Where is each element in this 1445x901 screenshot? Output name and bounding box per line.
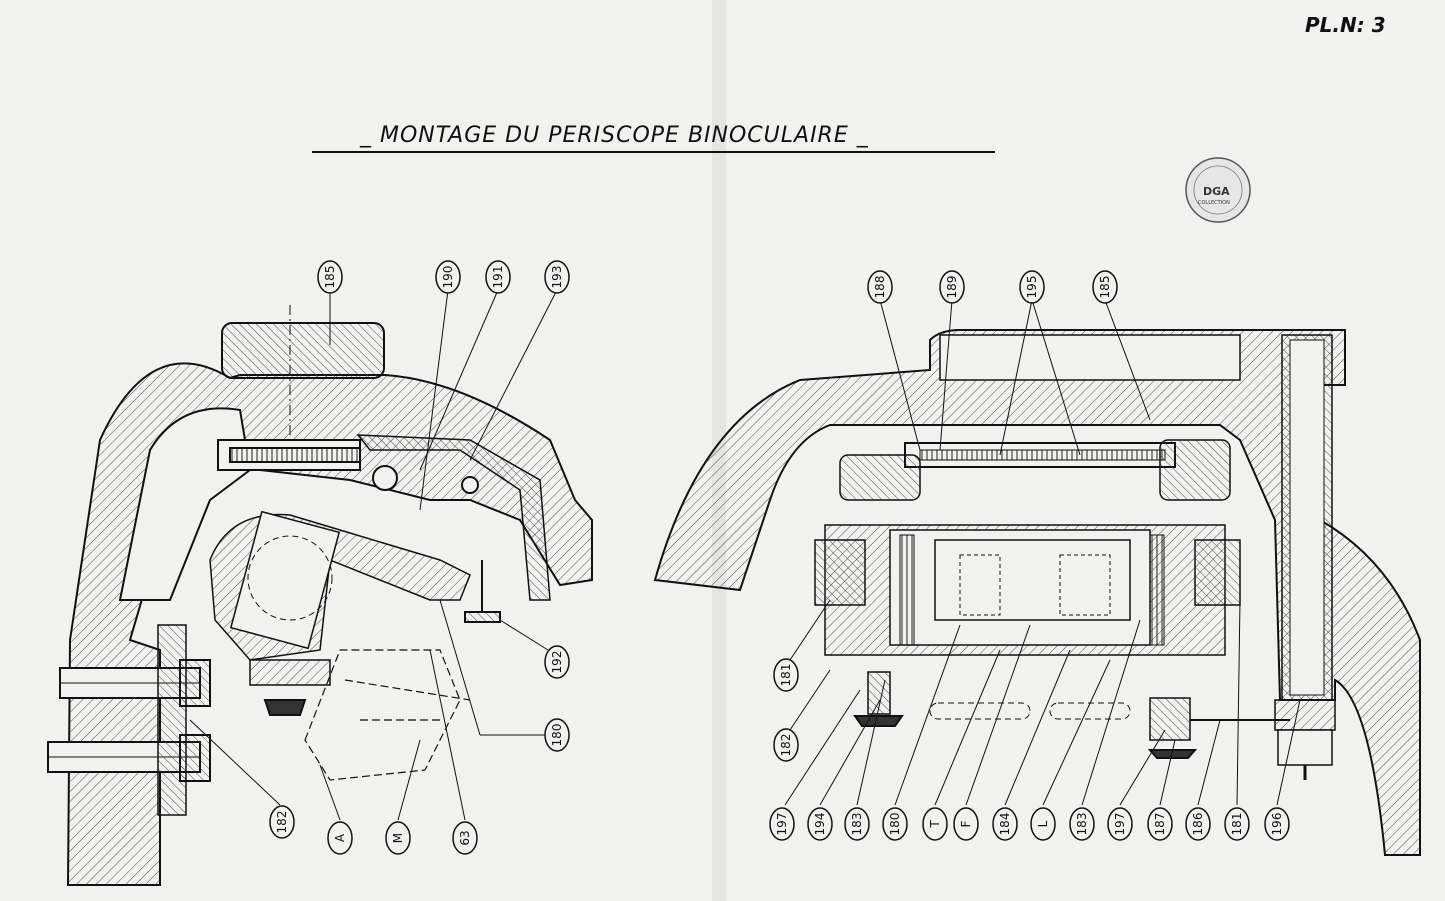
callout-T: T (922, 807, 948, 841)
callout-196: 196 (1264, 807, 1290, 841)
callout-63: 63 (452, 821, 478, 855)
svg-text:63: 63 (458, 830, 472, 845)
right-side-callouts: 181 182 (773, 658, 799, 762)
callout-182-left: 182 (269, 805, 295, 839)
svg-text:181: 181 (1230, 813, 1244, 836)
callout-181-bottom: 181 (1224, 807, 1250, 841)
svg-text:F: F (959, 820, 973, 827)
callout-195: 195 (1019, 270, 1045, 304)
callout-184: 184 (992, 807, 1018, 841)
svg-text:189: 189 (945, 276, 959, 299)
callout-187: 187 (1147, 807, 1173, 841)
svg-text:191: 191 (491, 266, 505, 289)
right-leader-lines (784, 299, 1301, 806)
svg-text:180: 180 (888, 813, 902, 836)
svg-text:194: 194 (813, 813, 827, 836)
svg-text:180: 180 (550, 724, 564, 747)
right-housing-casting (653, 329, 1421, 856)
svg-text:188: 188 (873, 276, 887, 299)
callout-185-right: 185 (1092, 270, 1118, 304)
callout-191: 191 (485, 260, 511, 294)
svg-text:DGA: DGA (1203, 185, 1230, 198)
callout-193: 193 (544, 260, 570, 294)
left-leader-lines (189, 289, 558, 821)
svg-text:185: 185 (323, 266, 337, 289)
svg-text:195: 195 (1025, 276, 1039, 299)
svg-text:182: 182 (275, 811, 289, 834)
svg-text:COLLECTION: COLLECTION (1198, 200, 1230, 206)
left-housing-casting (66, 362, 593, 886)
left-section-view (47, 305, 593, 886)
left-bottom-callouts: 182 A M 63 (269, 805, 478, 855)
callout-A: A (327, 821, 353, 855)
callout-190: 190 (435, 260, 461, 294)
right-section-view (653, 329, 1421, 856)
svg-text:184: 184 (998, 813, 1012, 836)
callout-183-a: 183 (844, 807, 870, 841)
svg-text:197: 197 (775, 813, 789, 836)
svg-text:L: L (1036, 820, 1050, 827)
svg-text:185: 185 (1098, 276, 1112, 299)
callout-189: 189 (939, 270, 965, 304)
callout-F: F (953, 807, 979, 841)
callout-M: M (385, 821, 411, 855)
svg-text:181: 181 (779, 664, 793, 687)
callout-188: 188 (867, 270, 893, 304)
right-bottom-callouts: 197 194 183 180 T F 184 L 183 197 187 18… (769, 807, 1290, 841)
plate-number: PL.N: 3 (1305, 13, 1386, 37)
svg-text:193: 193 (550, 266, 564, 289)
svg-text:183: 183 (1075, 813, 1089, 836)
cap-185 (221, 322, 385, 379)
drawing-title: _ MONTAGE DU PERISCOPE BINOCULAIRE _ (359, 123, 869, 148)
svg-text:183: 183 (850, 813, 864, 836)
svg-text:T: T (928, 820, 942, 829)
svg-text:187: 187 (1153, 813, 1167, 836)
callout-194: 194 (807, 807, 833, 841)
callout-L: L (1030, 807, 1056, 841)
callout-197-b: 197 (1107, 807, 1133, 841)
svg-text:190: 190 (441, 266, 455, 289)
svg-text:A: A (333, 833, 347, 842)
callout-180-right: 180 (882, 807, 908, 841)
callout-197-a: 197 (769, 807, 795, 841)
callout-180-left: 180 (544, 718, 570, 752)
svg-text:196: 196 (1270, 813, 1284, 836)
callout-192: 192 (544, 645, 570, 679)
callout-182-side: 182 (773, 728, 799, 762)
svg-text:186: 186 (1191, 813, 1205, 836)
svg-text:192: 192 (550, 651, 564, 674)
left-bolts (47, 624, 211, 816)
callout-185-left: 185 (317, 260, 343, 294)
callout-183-b: 183 (1069, 807, 1095, 841)
svg-text:M: M (391, 833, 405, 843)
left-side-callouts: 192 180 (544, 645, 570, 752)
right-top-callouts: 188 189 195 185 (867, 270, 1118, 304)
dga-collection-stamp: DGA COLLECTION (1185, 157, 1251, 223)
callout-181-side: 181 (773, 658, 799, 692)
svg-text:197: 197 (1113, 813, 1127, 836)
callout-186: 186 (1185, 807, 1211, 841)
left-top-callouts: 185 190 191 193 (317, 260, 570, 294)
svg-text:182: 182 (779, 734, 793, 757)
